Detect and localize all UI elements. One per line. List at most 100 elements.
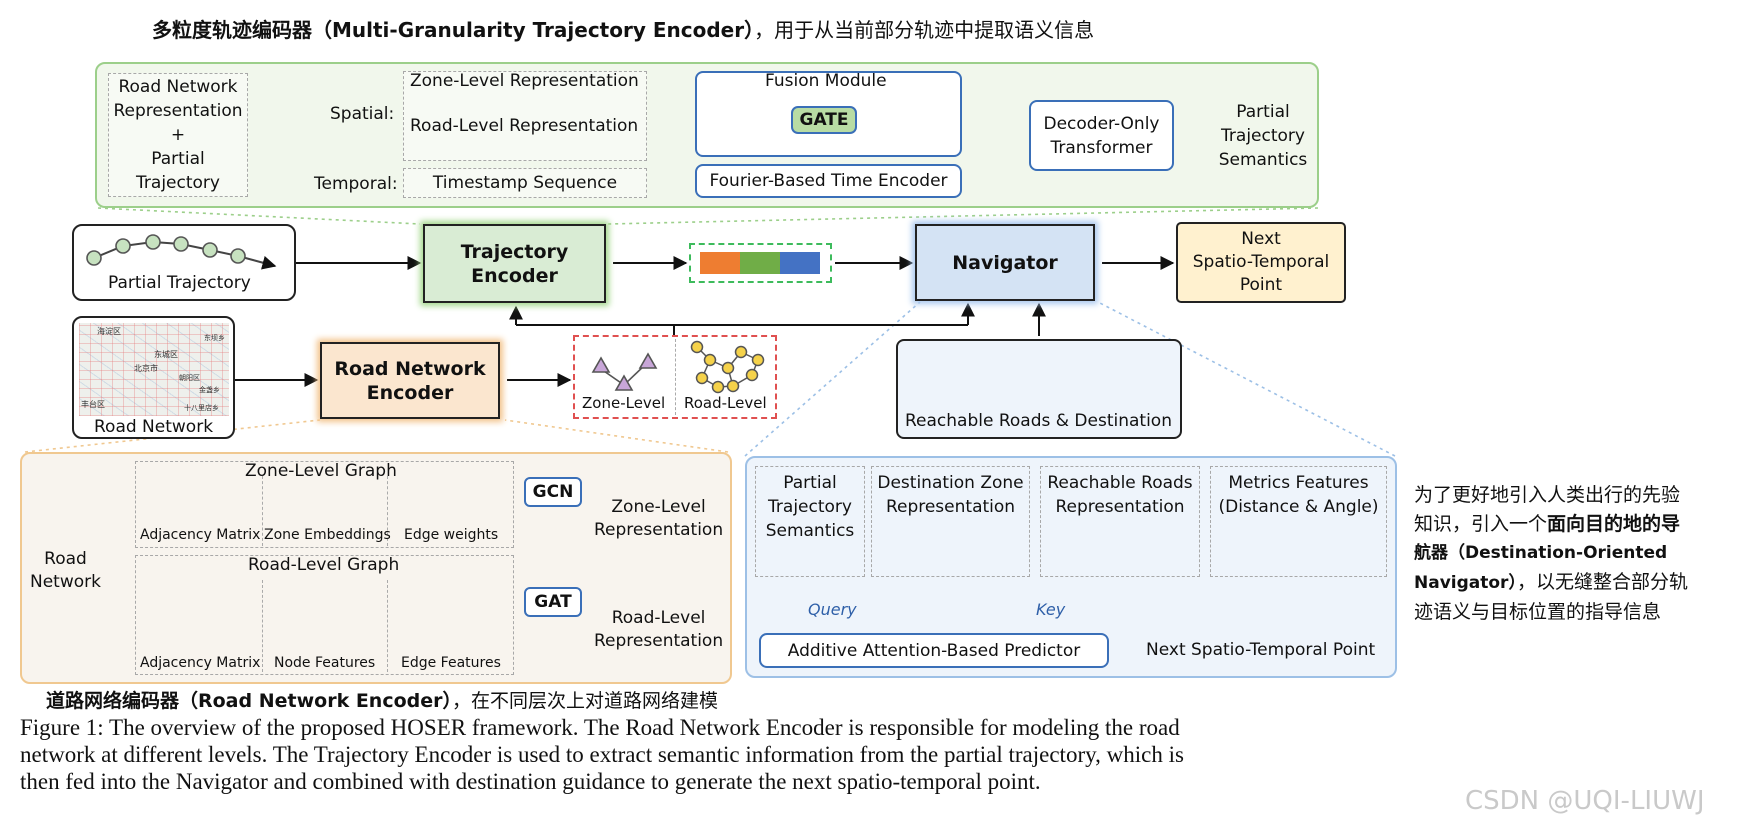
partial-trajectory-box bbox=[72, 224, 296, 301]
road-rep-label: Road-Level Representation bbox=[410, 116, 639, 136]
side-line2-plain: 知识，引入一个 bbox=[1414, 513, 1548, 535]
pts-line2: Trajectory bbox=[768, 497, 852, 517]
gcn-box: GCN bbox=[524, 477, 582, 507]
rne-footer: 道路网络编码器（Road Network Encoder），在不同层次上对道路网… bbox=[46, 686, 718, 713]
map-label: 东坝乡 bbox=[204, 334, 225, 342]
zone-embeddings-label: Zone Embeddings bbox=[264, 527, 391, 543]
map-label: 金盏乡 bbox=[199, 386, 220, 394]
node-features-label: Node Features bbox=[274, 655, 376, 671]
figure-caption: Figure 1: The overview of the proposed H… bbox=[20, 714, 1420, 795]
side-line4-plain: ，以无缝整合部分轨 bbox=[1516, 571, 1688, 593]
rrr-line1: Reachable Roads bbox=[1047, 473, 1193, 493]
zone-div-1 bbox=[262, 476, 263, 546]
next-line3: Point bbox=[1239, 275, 1283, 295]
spatial-label: Spatial: bbox=[330, 104, 395, 124]
road-graph-title: Road-Level Graph bbox=[248, 555, 400, 575]
side-line3-bold: 航器（Destination-Oriented bbox=[1414, 543, 1668, 563]
dest-zone-card: Destination Zone Representation bbox=[871, 466, 1030, 577]
road-network-encoder-box: Road Network Encoder bbox=[320, 342, 500, 419]
side-line3: 航器（Destination-Oriented bbox=[1414, 539, 1734, 568]
trajectory-encoder-box: Trajectory Encoder bbox=[423, 224, 606, 303]
caption-line2: network at different levels. The Traject… bbox=[20, 742, 1184, 767]
partial-trajectory-label: Partial Trajectory bbox=[108, 273, 251, 293]
road-out-line1: Road-Level bbox=[611, 608, 706, 628]
adj-matrix-label: Adjacency Matrix bbox=[140, 527, 261, 543]
timestamp-label: Timestamp Sequence bbox=[432, 173, 618, 193]
caption-line3: then fed into the Navigator and combined… bbox=[20, 769, 1041, 794]
map-label: 丰台区 bbox=[81, 400, 105, 409]
zone-rep-label: Zone-Level Representation bbox=[410, 71, 639, 91]
rne-footer-bold: 道路网络编码器（Road Network Encoder） bbox=[46, 690, 452, 712]
navigator-box: Navigator bbox=[915, 224, 1095, 301]
road-adj-matrix-label: Adjacency Matrix bbox=[140, 655, 261, 671]
encoder-output: Partial Trajectory Semantics bbox=[1213, 100, 1313, 172]
zone-out-line2: Representation bbox=[594, 520, 724, 540]
rne-line2: Encoder bbox=[366, 381, 454, 404]
road-level-icon bbox=[690, 340, 765, 394]
road-graph-box bbox=[135, 555, 514, 675]
side-line4-bold: Navigator） bbox=[1414, 573, 1517, 593]
mf-line1: Metrics Features bbox=[1228, 473, 1369, 493]
navigator-label: Navigator bbox=[952, 251, 1058, 274]
watermark: CSDN @UQI-LIUWJ bbox=[1465, 786, 1705, 816]
key-label: Key bbox=[1036, 600, 1066, 619]
caption-line1: Figure 1: The overview of the proposed H… bbox=[20, 715, 1180, 740]
rrr-line2: Representation bbox=[1055, 497, 1185, 517]
temporal-label: Temporal: bbox=[314, 174, 398, 194]
decoder-box: Decoder-Only Transformer bbox=[1029, 100, 1174, 171]
representation-box bbox=[573, 335, 777, 419]
output-line3: Semantics bbox=[1218, 150, 1308, 170]
next-point-box: Next Spatio-Temporal Point bbox=[1176, 222, 1346, 303]
query-label: Query bbox=[808, 600, 857, 619]
output-line2: Trajectory bbox=[1221, 126, 1305, 146]
pts-line3: Semantics bbox=[765, 521, 855, 541]
encoder-title-rest: ，用于从当前部分轨迹中提取语义信息 bbox=[754, 18, 1095, 42]
gat-label: GAT bbox=[534, 592, 572, 612]
nav-next-label: Next Spatio-Temporal Point bbox=[1146, 640, 1376, 660]
decoder-line2: Transformer bbox=[1050, 137, 1153, 158]
reachable-rep-card: Reachable Roads Representation bbox=[1040, 466, 1200, 577]
dzr-line1: Destination Zone bbox=[877, 473, 1024, 493]
input-line2: Representation bbox=[113, 101, 243, 121]
reachable-box bbox=[896, 339, 1182, 439]
map-label: 朝阳区 bbox=[179, 374, 200, 382]
zone-level-label: Zone-Level bbox=[582, 394, 666, 412]
rne-input-line2: Network bbox=[30, 572, 101, 592]
input-line1: Road Network bbox=[118, 77, 238, 97]
map-label: 北京市 bbox=[134, 364, 158, 373]
zone-out-line1: Zone-Level bbox=[611, 497, 706, 517]
edge-features-label: Edge Features bbox=[401, 655, 501, 671]
fusion-title: Fusion Module bbox=[765, 71, 887, 91]
road-out-line2: Representation bbox=[594, 631, 724, 651]
traj-enc-line2: Encoder bbox=[471, 264, 558, 287]
map-label: 海淀区 bbox=[97, 327, 121, 336]
zone-out-label: Zone-Level Representation bbox=[594, 496, 723, 542]
dzr-line2: Representation bbox=[885, 497, 1016, 517]
zone-div-2 bbox=[387, 476, 388, 546]
rep-divider bbox=[675, 339, 676, 415]
side-line2-bold: 面向目的地的导 bbox=[1547, 513, 1681, 535]
gat-box: GAT bbox=[524, 587, 582, 617]
zone-graph-box bbox=[135, 461, 514, 548]
predictor-label: Additive Attention-Based Predictor bbox=[787, 640, 1081, 661]
road-level-label: Road-Level bbox=[684, 394, 767, 412]
road-out-label: Road-Level Representation bbox=[594, 607, 723, 653]
decoder-line1: Decoder-Only bbox=[1043, 113, 1160, 134]
traj-enc-line1: Trajectory bbox=[460, 240, 569, 263]
side-line1: 为了更好地引入人类出行的先验 bbox=[1414, 484, 1681, 506]
map-label: 东城区 bbox=[154, 350, 178, 359]
mf-line2: (Distance & Angle) bbox=[1218, 497, 1379, 517]
spatial-rep-box bbox=[403, 71, 647, 161]
gate-label: GATE bbox=[799, 110, 849, 130]
road-network-label: Road Network bbox=[94, 417, 214, 437]
predictor-box: Additive Attention-Based Predictor bbox=[759, 633, 1109, 668]
rne-panel bbox=[20, 452, 732, 684]
reachable-label: Reachable Roads & Destination bbox=[905, 411, 1172, 431]
map-label: 十八里店乡 bbox=[184, 404, 219, 412]
encoder-title: 多粒度轨迹编码器（Multi-Granularity Trajectory En… bbox=[152, 14, 1094, 43]
road-div-2 bbox=[387, 580, 388, 672]
side-note: 为了更好地引入人类出行的先验 知识，引入一个面向目的地的导 航器（Destina… bbox=[1414, 481, 1734, 627]
metrics-card: Metrics Features (Distance & Angle) bbox=[1210, 466, 1387, 577]
encoder-input-box: Road Network Representation + Partial Tr… bbox=[108, 73, 248, 197]
embedding-box bbox=[689, 243, 832, 283]
